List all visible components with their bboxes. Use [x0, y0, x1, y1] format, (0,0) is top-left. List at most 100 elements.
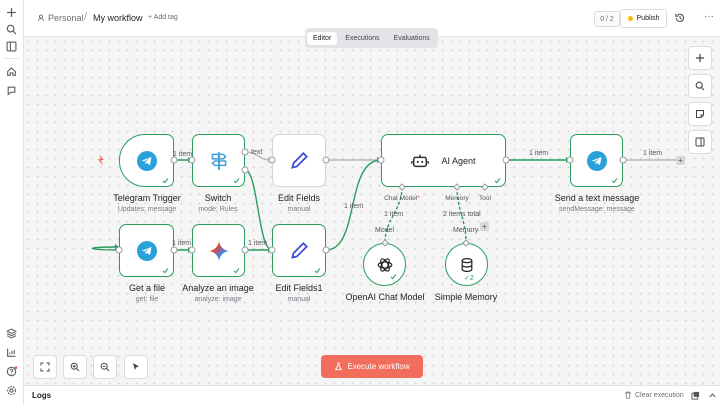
node-label: Send a text message: [554, 193, 640, 203]
publish-label: Publish: [636, 15, 660, 22]
telegram-icon: [586, 150, 607, 171]
home-icon[interactable]: [4, 64, 19, 79]
node-subtitle: manual: [287, 296, 311, 303]
node-subtitle: sendMessage: message: [559, 206, 635, 213]
wire-label: 1 item: [248, 240, 268, 247]
search-icon[interactable]: [4, 22, 19, 37]
logs-panel-bar[interactable]: Logs Clear execution: [24, 385, 720, 405]
tab-editor[interactable]: Editor: [307, 31, 338, 45]
help-icon[interactable]: [4, 364, 19, 379]
plus-icon: [696, 54, 704, 62]
success-check-icon: [611, 178, 618, 184]
node-edit-fields[interactable]: [272, 134, 326, 187]
node-subtitle: mode: Rules: [198, 206, 238, 213]
select-tool-button[interactable]: [124, 355, 148, 379]
panel-icon[interactable]: [4, 39, 19, 54]
tab-evaluations[interactable]: Evaluations: [393, 34, 430, 42]
node-simple-memory[interactable]: ✓2: [445, 243, 488, 286]
wire-label: 1 item: [172, 240, 192, 247]
publish-status-dot: [627, 16, 633, 21]
pen-icon: [291, 241, 308, 259]
zoom-out-icon: [100, 362, 110, 372]
tab-executions[interactable]: Executions: [345, 34, 380, 42]
node-telegram-trigger[interactable]: [119, 134, 174, 187]
success-check-icon: [494, 178, 501, 184]
chat-icon[interactable]: [4, 83, 19, 98]
database-icon: [461, 257, 472, 272]
success-check-icon: [162, 178, 169, 184]
left-sidebar: [0, 0, 24, 405]
insights-icon[interactable]: [4, 345, 19, 360]
node-edit-fields1[interactable]: [272, 224, 326, 277]
popout-icon[interactable]: [691, 391, 700, 400]
sidebar-divider: [4, 58, 19, 59]
publish-button[interactable]: Publish: [620, 9, 667, 28]
node-ai-agent[interactable]: AI Agent: [381, 134, 506, 187]
trash-icon: [625, 391, 631, 399]
zoom-in-button[interactable]: [63, 355, 87, 379]
zoom-to-fit-button[interactable]: [33, 355, 57, 379]
wire-label: text: [251, 149, 263, 156]
port-label-tool: Tool: [479, 195, 491, 202]
robot-icon: [411, 154, 430, 167]
breadcrumb-owner[interactable]: Personal: [37, 13, 84, 23]
port-label-memory: Memory: [445, 195, 469, 202]
gemini-icon: [208, 240, 229, 261]
success-check-icon: [390, 274, 397, 280]
wire-label: 1 item: [643, 150, 663, 157]
toggle-panel-button[interactable]: [688, 130, 712, 154]
node-subtitle: analyze: image: [194, 296, 242, 303]
memory-run-badge: ✓2: [464, 274, 474, 282]
view-tabs: Editor Executions Evaluations: [305, 28, 438, 48]
node-get-file[interactable]: [119, 224, 174, 277]
clear-execution-button[interactable]: Clear execution: [624, 391, 684, 399]
history-icon[interactable]: [674, 12, 686, 24]
node-label: Switch: [204, 193, 232, 203]
add-tag-button[interactable]: + Add tag: [148, 14, 178, 21]
wire-label: 1 item: [173, 151, 193, 158]
node-label: OpenAI Chat Model: [345, 292, 425, 302]
success-check-icon: [233, 268, 240, 274]
active-counter: 0 / 2: [594, 11, 620, 27]
node-analyze-image[interactable]: [192, 224, 245, 277]
node-openai-chat-model[interactable]: [363, 243, 406, 286]
wire-label: 2 items total: [443, 211, 481, 218]
node-subtitle: Updates: message: [117, 206, 177, 213]
ai-agent-title: AI Agent: [441, 155, 476, 166]
node-label: Get a file: [128, 283, 166, 293]
wire-label: 1 item: [529, 150, 549, 157]
breadcrumb-owner-label: Personal: [48, 13, 84, 23]
search-nodes-button[interactable]: [688, 74, 712, 98]
wire-label: Model: [375, 227, 395, 234]
success-check-icon: [233, 178, 240, 184]
node-label: Edit Fields: [277, 193, 321, 203]
sticky-note-button[interactable]: [688, 102, 712, 126]
more-options-button[interactable]: ···: [704, 11, 714, 22]
node-switch[interactable]: [192, 134, 245, 187]
add-icon[interactable]: [4, 5, 19, 20]
zoom-in-icon: [70, 362, 80, 372]
telegram-icon: [136, 240, 157, 261]
wire-label: 1 item: [384, 211, 404, 218]
signpost-icon: [210, 151, 227, 170]
user-icon: [37, 14, 45, 22]
success-check-icon: [314, 268, 321, 274]
add-tool-button[interactable]: +: [480, 222, 489, 231]
zoom-out-button[interactable]: [93, 355, 117, 379]
cursor-icon: [133, 363, 139, 370]
workflow-title[interactable]: My workflow: [93, 13, 143, 23]
node-label: Edit Fields1: [275, 283, 323, 293]
node-send-text-message[interactable]: [570, 134, 623, 187]
add-node-button[interactable]: [688, 46, 712, 70]
port-label-chat-model: Chat Model*: [384, 195, 420, 202]
templates-icon[interactable]: [4, 326, 19, 341]
add-next-node-button[interactable]: +: [676, 156, 685, 165]
wire-label: Memory: [453, 227, 479, 234]
chevron-up-icon[interactable]: [708, 391, 717, 400]
top-bar: Personal / My workflow + Add tag 0 / 2 P…: [24, 0, 720, 37]
search-icon: [695, 81, 705, 91]
execute-workflow-button[interactable]: Execute workflow: [321, 355, 423, 378]
clear-execution-label: Clear execution: [635, 391, 684, 399]
memory-run-count: 2: [469, 275, 474, 282]
settings-icon[interactable]: [4, 383, 19, 398]
